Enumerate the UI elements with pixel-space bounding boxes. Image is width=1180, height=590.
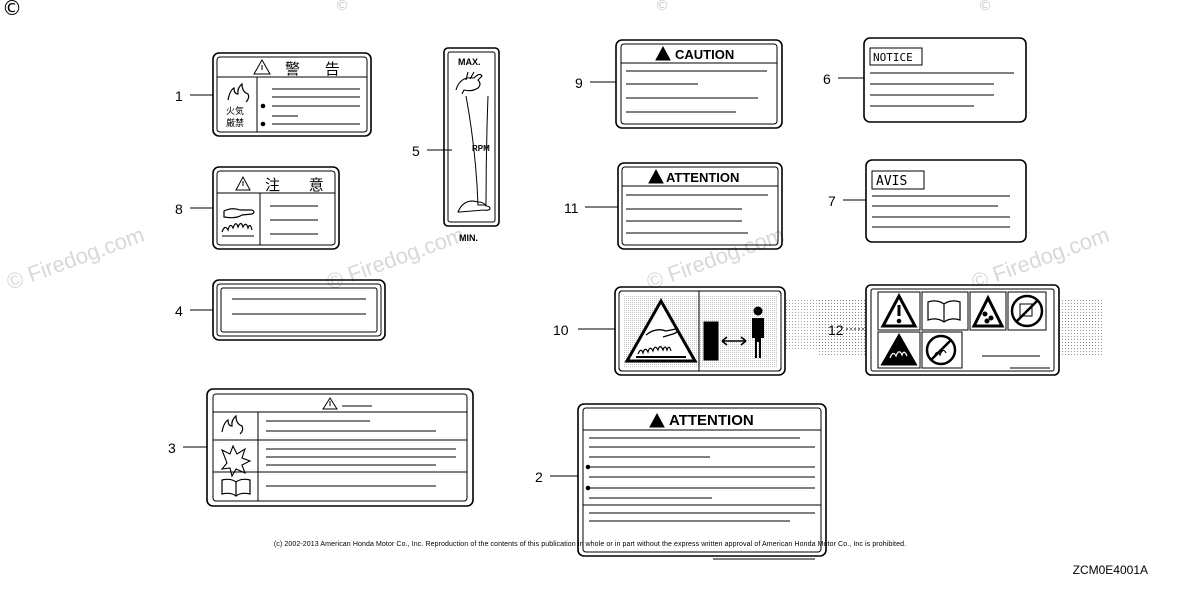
watermark-1: © Firedog.com <box>3 222 147 295</box>
label7-title: AVIS <box>876 174 907 189</box>
label6-title: NOTICE <box>873 51 913 64</box>
label-7: AVIS <box>843 159 1027 243</box>
label-5: MAX. RPM MIN. <box>427 47 500 243</box>
fire-icon-3 <box>221 414 244 435</box>
callout-10: 10 <box>553 322 569 338</box>
label-3 <box>183 388 474 507</box>
label5-max: MAX. <box>458 57 481 67</box>
label-1: 警 告 火気 厳禁 <box>190 52 372 137</box>
label11-title: ATTENTION <box>666 170 739 185</box>
fumes-warning-icon <box>971 294 1005 328</box>
watermark-group: © Firedog.com © Firedog.com © Firedog.co… <box>3 222 1112 295</box>
label1-fire-text-2: 厳禁 <box>226 117 244 129</box>
label-10 <box>578 286 786 376</box>
callout-8: 8 <box>175 201 183 217</box>
label-11: ATTENTION <box>585 162 783 250</box>
watermark-4: © Firedog.com <box>968 222 1112 295</box>
callout-1: 1 <box>175 88 183 104</box>
callout-5: 5 <box>412 143 420 159</box>
book-icon <box>221 478 251 497</box>
label9-title: CAUTION <box>675 47 734 62</box>
label-2: ATTENTION <box>550 403 827 560</box>
label5-rpm: RPM <box>472 144 490 153</box>
label-6: NOTICE <box>838 37 1027 123</box>
callout-6: 6 <box>823 71 831 87</box>
engine-block-icon <box>703 321 719 361</box>
person-icon <box>752 318 764 358</box>
callout-4: 4 <box>175 303 183 319</box>
turtle-icon <box>457 200 491 213</box>
copyright-symbol: © <box>2 0 22 20</box>
label2-title: ATTENTION <box>669 412 754 429</box>
label8-title: 注 意 <box>265 176 336 194</box>
callout-9: 9 <box>575 75 583 91</box>
label-12 <box>846 284 1060 376</box>
rabbit-icon <box>455 71 483 95</box>
explosion-icon <box>220 444 252 478</box>
no-indoor-icon <box>1010 294 1044 328</box>
no-refuel-icon <box>925 334 957 366</box>
mark-a: © <box>335 0 349 14</box>
label-8: 注 意 <box>190 166 340 250</box>
mark-b: © <box>655 0 669 14</box>
callout-2: 2 <box>535 469 543 485</box>
diagram-code: ZCM0E4001A <box>1072 563 1148 577</box>
label-9: CAUTION <box>590 39 783 129</box>
callout-7: 7 <box>828 193 836 209</box>
fire-icon <box>227 82 250 103</box>
mark-c: © <box>978 0 992 14</box>
manual-book-icon <box>927 300 961 323</box>
hot-surface-warning-icon <box>624 297 698 363</box>
callout-12: 12 <box>828 322 844 338</box>
top-copyright-marks: © © © <box>335 0 992 14</box>
warning-icon <box>880 292 918 328</box>
callout-11: 11 <box>564 200 579 216</box>
distance-arrow-icon <box>721 336 747 346</box>
label1-title: 警 告 <box>285 60 350 78</box>
label1-fire-text-1: 火気 <box>226 105 244 117</box>
copyright-footer: (c) 2002-2013 American Honda Motor Co., … <box>273 541 907 548</box>
hand-burn-icon <box>223 208 255 219</box>
callout-3: 3 <box>168 440 176 456</box>
label5-min: MIN. <box>459 233 478 243</box>
label-4 <box>190 279 386 341</box>
